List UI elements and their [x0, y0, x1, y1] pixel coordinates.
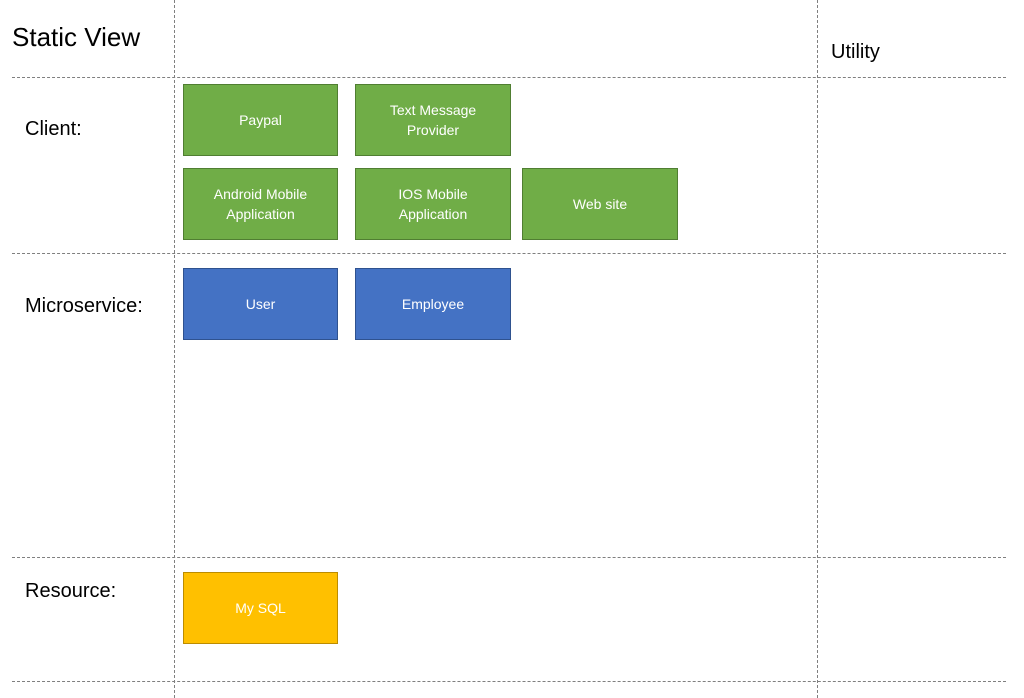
utility-column-divider	[817, 0, 818, 698]
row-label-client: Client:	[25, 118, 82, 140]
mysql-box: My SQL	[183, 572, 338, 644]
user-service-box: User	[183, 268, 338, 340]
web-site-box: Web site	[522, 168, 678, 240]
row-label-microservice: Microservice:	[25, 295, 143, 317]
ios-mobile-application-box: IOS Mobile Application	[355, 168, 511, 240]
diagram-title: Static View	[12, 22, 141, 52]
label-column-divider	[174, 0, 175, 698]
bottom-divider	[12, 681, 1006, 682]
employee-service-box: Employee	[355, 268, 511, 340]
paypal-box: Paypal	[183, 84, 338, 156]
android-mobile-application-box: Android Mobile Application	[183, 168, 338, 240]
header-divider	[12, 77, 1006, 78]
row-label-resource: Resource:	[25, 580, 117, 602]
microservice-resource-divider	[12, 557, 1006, 558]
utility-column-header: Utility	[831, 41, 880, 63]
client-microservice-divider	[12, 253, 1006, 254]
text-message-provider-box: Text Message Provider	[355, 84, 511, 156]
